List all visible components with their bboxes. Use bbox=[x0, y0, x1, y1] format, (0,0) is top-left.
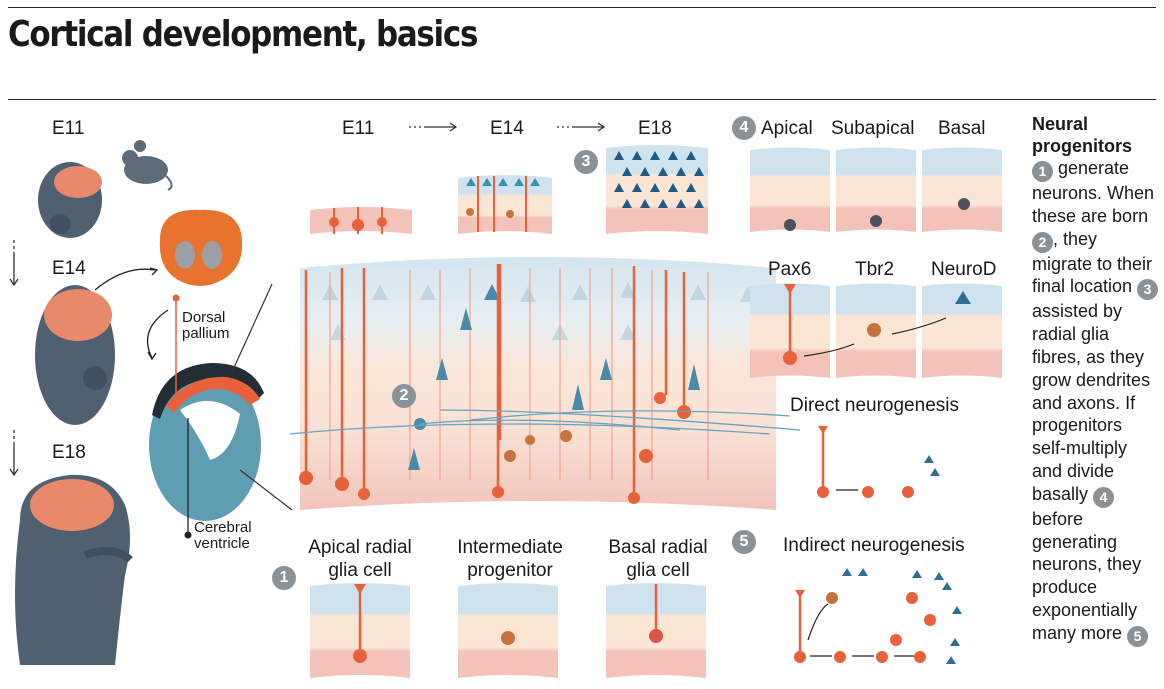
cerebral-ventricle-label: Cerebral ventricle bbox=[194, 519, 252, 552]
marker-tbr2-label: Tbr2 bbox=[855, 259, 895, 280]
inline-badge-3: 3 bbox=[1137, 279, 1159, 301]
embryo-e18 bbox=[15, 474, 133, 665]
tissue-e11 bbox=[310, 207, 412, 234]
badge-1: 1 bbox=[272, 566, 296, 590]
inline-badge-5: 5 bbox=[1127, 625, 1149, 647]
sidebar-text-3: assisted by radial glia fibres, as they … bbox=[1032, 301, 1151, 504]
stage-label-e11: E11 bbox=[52, 118, 85, 139]
division-basal-label: Basal bbox=[938, 118, 986, 139]
timeline-e11: E11 bbox=[342, 118, 375, 139]
division-subapical-label: Subapical bbox=[831, 118, 915, 139]
timeline-e14: E14 bbox=[490, 118, 524, 139]
timeline-arrows bbox=[409, 122, 606, 132]
coronal-section bbox=[149, 294, 264, 539]
stage-label-e14: E14 bbox=[52, 258, 86, 279]
page-title: Cortical development, basics bbox=[8, 14, 478, 55]
zoom-line-bottom bbox=[239, 469, 293, 511]
badge-2: 2 bbox=[392, 384, 416, 408]
marker-neurod-label: NeuroD bbox=[931, 259, 997, 280]
brain-dorsal-pallium bbox=[159, 209, 243, 286]
inline-badge-2: 2 bbox=[1032, 231, 1053, 253]
sidebar-text-4: before generating neurons, they produce … bbox=[1032, 508, 1142, 643]
badge-3: 3 bbox=[574, 150, 598, 174]
main-tissue bbox=[289, 257, 801, 510]
division-panels bbox=[750, 147, 1002, 232]
direct-neurogenesis-schematic bbox=[817, 426, 940, 498]
embryo-e11 bbox=[38, 162, 102, 238]
embryo-e14 bbox=[35, 285, 115, 425]
timeline-e18: E18 bbox=[638, 118, 672, 139]
dorsal-pallium-label: Dorsal pallium bbox=[182, 309, 230, 342]
intermediate-progenitor-label: Intermediate progenitor bbox=[457, 537, 563, 581]
inline-badge-4: 4 bbox=[1093, 486, 1115, 508]
division-apical-label: Apical bbox=[761, 118, 813, 139]
sidebar-text-1: generate neurons. When these are born bbox=[1032, 158, 1155, 226]
indirect-neurogenesis-schematic bbox=[794, 568, 962, 664]
marker-pax6-label: Pax6 bbox=[768, 259, 812, 280]
basal-radial-glia-label: Basal radial glia cell bbox=[608, 537, 708, 581]
apical-radial-glia-label: Apical radial glia cell bbox=[308, 537, 412, 581]
sidebar-heading: Neural progenitors bbox=[1032, 114, 1133, 156]
inline-badge-1: 1 bbox=[1032, 161, 1053, 182]
sidebar-caption: Neural progenitors 1 generate neurons. W… bbox=[1032, 113, 1160, 647]
top-rule bbox=[8, 7, 1156, 8]
badge-4: 4 bbox=[732, 116, 756, 140]
stage-label-e18: E18 bbox=[52, 442, 86, 463]
tissue-e14 bbox=[458, 175, 552, 234]
marker-panels bbox=[750, 283, 1002, 378]
sidebar-text-2: , they migrate to their final location bbox=[1032, 228, 1153, 297]
zoom-line-top bbox=[231, 283, 273, 373]
cell-type-panels bbox=[310, 583, 706, 678]
tissue-e18 bbox=[606, 145, 708, 234]
arrow-to-brain bbox=[94, 268, 156, 291]
indirect-neurogenesis-label: Indirect neurogenesis bbox=[783, 535, 965, 556]
mouse-icon bbox=[122, 140, 173, 191]
stage-arrows bbox=[9, 240, 19, 477]
direct-neurogenesis-label: Direct neurogenesis bbox=[790, 395, 959, 416]
badge-5: 5 bbox=[732, 530, 756, 554]
title-rule bbox=[8, 99, 1156, 100]
